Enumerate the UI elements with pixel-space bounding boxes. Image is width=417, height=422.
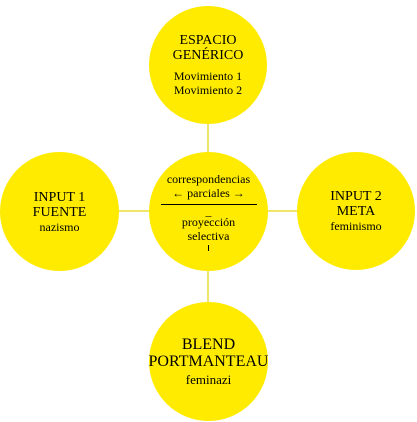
connector-bottom	[207, 270, 209, 303]
blend-title-line2: PORTMANTEAU	[148, 353, 269, 370]
center-line-selective: selectiva	[187, 229, 230, 243]
center-mapping-node: correspondencias ← parciales → _ proyecc…	[149, 152, 268, 271]
input-1-source-node: INPUT 1 FUENTE nazismo	[0, 152, 119, 271]
generic-space-title-line1: ESPACIO	[179, 33, 237, 48]
center-tick-mark	[208, 245, 209, 251]
movement-2-label: Movimiento 2	[173, 83, 243, 97]
center-line-projection: proyección	[181, 215, 236, 229]
generic-space-node: ESPACIO GENÉRICO Movimiento 1 Movimiento…	[149, 6, 267, 124]
center-line-correspondences: correspondencias	[166, 172, 251, 186]
input-2-target-node: INPUT 2 META feminismo	[297, 152, 415, 270]
center-divider	[160, 204, 257, 205]
movement-1-label: Movimiento 1	[173, 69, 243, 83]
blend-portmanteau-node: BLEND PORTMANTEAU feminazi	[149, 302, 268, 421]
center-separator: _	[205, 204, 212, 218]
center-line-partial: ← parciales →	[172, 186, 245, 200]
input-2-value: feminismo	[330, 219, 382, 233]
blend-value: feminazi	[185, 372, 232, 387]
input-1-value: nazismo	[39, 219, 80, 234]
input-2-title-line1: INPUT 2	[330, 189, 382, 204]
generic-space-title-line2: GENÉRICO	[172, 48, 244, 63]
blend-title-line1: BLEND	[181, 336, 236, 353]
connector-left	[119, 210, 150, 212]
connector-right	[267, 210, 298, 212]
input-2-title-line2: META	[336, 204, 376, 219]
input-1-title-line2: FUENTE	[32, 204, 87, 220]
input-1-title-line1: INPUT 1	[33, 189, 86, 205]
connector-top	[207, 124, 209, 154]
